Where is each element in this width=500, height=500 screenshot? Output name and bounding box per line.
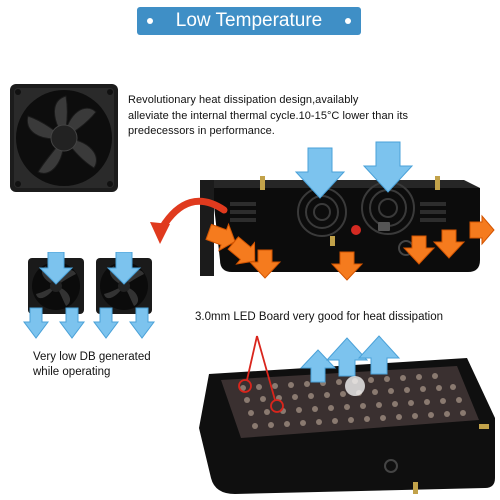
low-noise-caption: Very low DB generated while operating <box>33 350 183 379</box>
low-noise-caption-line-2: while operating <box>33 365 111 378</box>
banner-dot-left <box>147 18 153 24</box>
cooling-fan-image <box>10 84 118 192</box>
low-noise-caption-line-1: Very low DB generated <box>33 351 151 363</box>
led-board-caption: 3.0mm LED Board very good for heat dissi… <box>195 311 444 323</box>
heat-dissipation-description: Revolutionary heat dissipation design,av… <box>128 93 488 140</box>
led-panel-front-image <box>199 335 495 494</box>
description-line-2: alleviate the internal thermal cycle.10-… <box>128 109 409 122</box>
banner-title: Low Temperature <box>175 10 323 31</box>
description-line-3: predecessors in performance. <box>128 125 275 137</box>
description-line-1: Revolutionary heat dissipation design,av… <box>128 94 359 106</box>
curved-arrow-icon <box>150 197 228 244</box>
banner-dot-right <box>345 18 351 24</box>
title-banner: Low Temperature <box>137 7 361 35</box>
small-fans-image <box>23 252 155 339</box>
led-light-back-image <box>200 141 495 281</box>
